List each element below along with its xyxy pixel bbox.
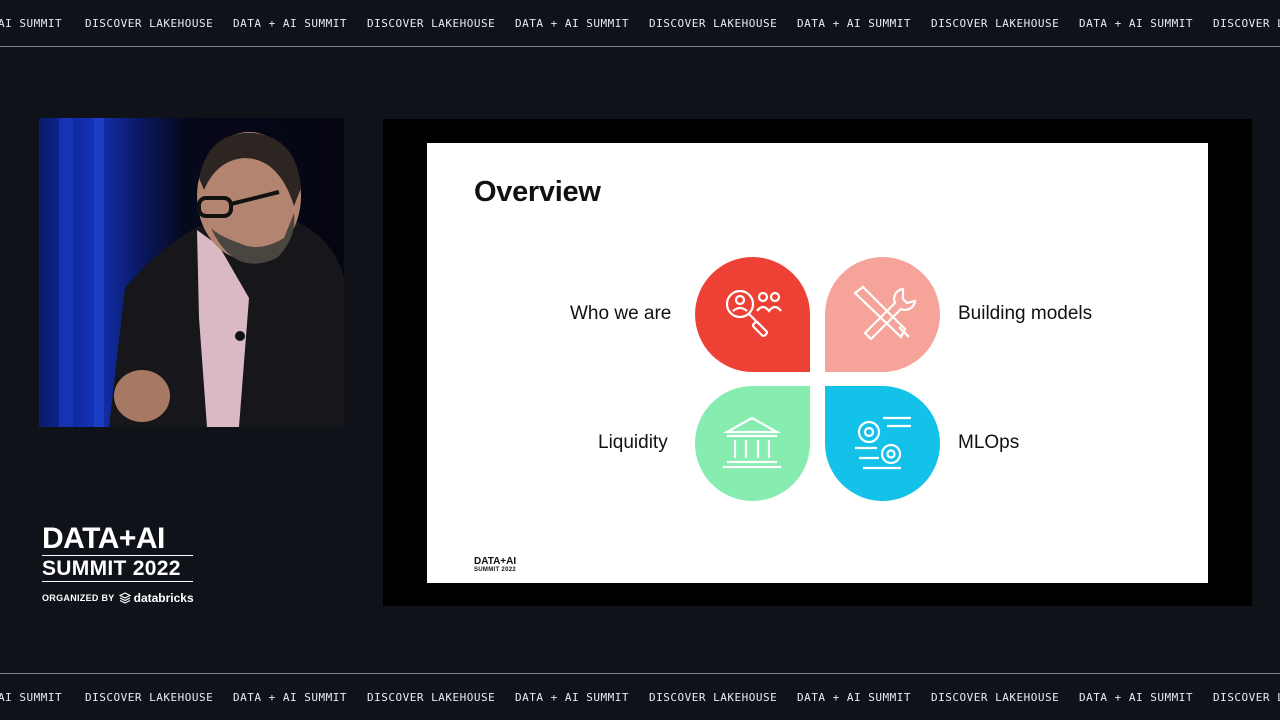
presentation-slide: Overview Who we are Building models Liqu…: [427, 143, 1208, 583]
building-models-tile: [825, 257, 940, 372]
slide-title: Overview: [474, 176, 601, 208]
ticker-item: DISCOVER LAKEHOUSE: [649, 691, 778, 704]
ticker-item: AI SUMMIT: [0, 17, 63, 30]
ticker-item: DATA + AI SUMMIT: [233, 691, 347, 704]
mlops-tile: [825, 386, 940, 501]
ticker-item: DISCOVER LA: [1213, 691, 1280, 704]
ticker-item: DISCOVER LAKEHOUSE: [85, 17, 214, 30]
logo-rule: [42, 581, 193, 582]
bank-icon: [722, 416, 782, 469]
ticker-item: DATA + AI SUMMIT: [515, 691, 629, 704]
databricks-logo: databricks: [118, 591, 194, 605]
ticker-item: DISCOVER LAKEHOUSE: [367, 691, 496, 704]
ticker-item: DISCOVER LAKEHOUSE: [367, 17, 496, 30]
label-mlops: MLOps: [958, 432, 1020, 453]
slide-event-logo: DATA+AI SUMMIT 2022: [474, 557, 516, 574]
logo-line-1: DATA+AI: [42, 522, 165, 555]
ticker-item: AI SUMMIT: [0, 691, 63, 704]
slide-logo-line-2: SUMMIT 2022: [474, 567, 516, 573]
label-who-we-are: Who we are: [570, 303, 672, 324]
organized-by-label: ORGANIZED BY: [42, 593, 115, 603]
ticker-item: DATA + AI SUMMIT: [233, 17, 347, 30]
slide-logo-line-1: DATA+AI: [474, 556, 517, 567]
label-liquidity: Liquidity: [598, 432, 668, 453]
liquidity-tile: [695, 386, 810, 501]
speaker-figure: [59, 118, 344, 427]
ticker-item: DATA + AI SUMMIT: [1079, 691, 1193, 704]
label-building-models: Building models: [958, 303, 1093, 324]
gears-icon: [855, 416, 911, 470]
logo-rule: [42, 555, 193, 556]
databricks-wordmark: databricks: [133, 591, 194, 605]
organized-by: ORGANIZED BY databricks: [42, 591, 202, 605]
ticker-item: DISCOVER LAKEHOUSE: [85, 691, 214, 704]
ticker-item: DISCOVER LAKEHOUSE: [649, 17, 778, 30]
ticker-item: DISCOVER LA: [1213, 17, 1280, 30]
who-we-are-tile: [695, 257, 810, 372]
logo-line-2: SUMMIT 2022: [42, 557, 181, 580]
ticker-item: DISCOVER LAKEHOUSE: [931, 17, 1060, 30]
ticker-item: DATA + AI SUMMIT: [797, 691, 911, 704]
ticker-item: DATA + AI SUMMIT: [1079, 17, 1193, 30]
event-logo: DATA+AI SUMMIT 2022 ORGANIZED BY databri…: [42, 524, 202, 605]
bottom-ticker: AI SUMMIT DISCOVER LAKEHOUSE DATA + AI S…: [0, 673, 1280, 720]
top-ticker: AI SUMMIT DISCOVER LAKEHOUSE DATA + AI S…: [0, 0, 1280, 47]
people-search-icon: [725, 289, 782, 338]
tools-icon: [853, 285, 917, 341]
ticker-item: DISCOVER LAKEHOUSE: [931, 691, 1060, 704]
speaker-video: [39, 118, 344, 427]
ticker-item: DATA + AI SUMMIT: [797, 17, 911, 30]
ticker-item: DATA + AI SUMMIT: [515, 17, 629, 30]
databricks-icon: [118, 592, 131, 604]
